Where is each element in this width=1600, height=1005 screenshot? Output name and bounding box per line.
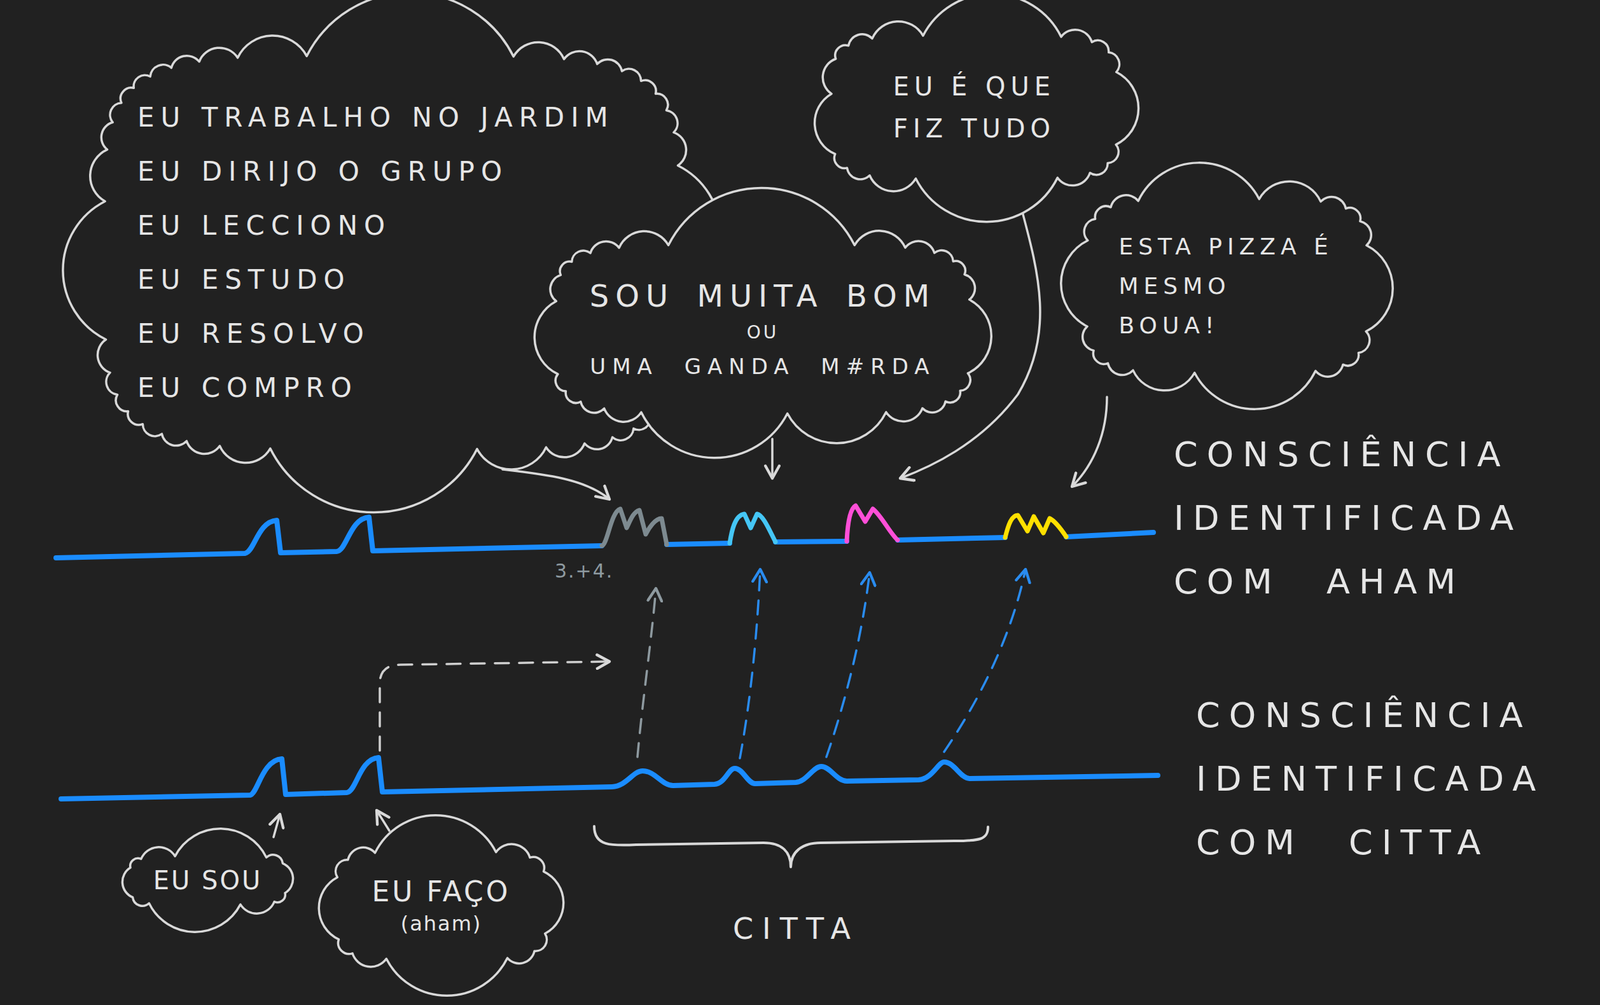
cloud-text: EU SOU [153, 864, 263, 897]
aham-line [55, 517, 602, 558]
citta-line [61, 757, 1158, 800]
leader-arrow [502, 469, 610, 500]
cloud-text: EU TRABALHO NO JARDIM [137, 90, 615, 145]
leader-arrow [1071, 396, 1107, 487]
aham-line [775, 541, 847, 543]
cloud-text: EU ESTUDO [137, 252, 352, 307]
leader-arrow [376, 810, 390, 831]
magenta-wave [846, 505, 898, 542]
cyan-wave [729, 514, 776, 544]
cloud-text: SOU MUITA BOM [589, 272, 936, 319]
caption-label: CONSCIÊNCIA IDENTIFICADA COM CITTA [1196, 683, 1585, 875]
cloud-text: UMA GANDA M#RDA [589, 346, 936, 387]
cloud-outline-path [814, 0, 1139, 223]
leader-arrow [771, 438, 774, 479]
cloud-outline-path [534, 187, 992, 458]
caption-label: CONSCIÊNCIA IDENTIFICADA COM AHAM [1173, 423, 1562, 614]
grey-wave [601, 508, 667, 546]
dashed-arrow [637, 588, 656, 758]
dashed-arrow [379, 661, 610, 751]
leader-arrow [273, 814, 280, 838]
dashed-arrow [944, 569, 1026, 752]
thought-cloud: EU SOU [114, 841, 301, 920]
cloud-text: EU RESOLVO [137, 306, 371, 361]
dashed-arrow [739, 569, 761, 759]
cloud-text: EU LECCIONO [137, 198, 392, 253]
cloud-outline-path [122, 828, 293, 932]
thought-cloud: ESTA PIZZA É MESMO BOUA! [1071, 183, 1383, 389]
caption-label: CITTA [732, 909, 860, 948]
yellow-wave [1005, 515, 1067, 538]
cloud-text: ESTA PIZZA É MESMO BOUA! [1119, 227, 1336, 346]
aham-line [666, 543, 730, 545]
thought-cloud: EU É QUE FIZ TUDO [816, 20, 1133, 195]
cloud-text: EU É QUE FIZ TUDO [869, 65, 1080, 150]
cloud-text: (aham) [400, 909, 483, 938]
cloud-text: EU DIRIJO O GRUPO [137, 144, 509, 199]
cloud-text: EU COMPRO [137, 360, 359, 415]
cloud-text: OU [746, 318, 780, 347]
cloud-outline-path [318, 815, 564, 997]
aham-line [897, 537, 1006, 541]
cloud-outline-path [1061, 162, 1393, 410]
curly-brace [594, 826, 988, 868]
aham-line [1066, 532, 1154, 537]
callout-number: 3.+4. [554, 558, 614, 585]
cloud-text: EU FAÇO [372, 874, 511, 910]
thought-cloud: EU FAÇO(aham) [321, 836, 562, 975]
thought-cloud: SOU MUITA BOMOUUMA GANDA M#RDA [540, 229, 985, 429]
dashed-arrow [826, 572, 870, 758]
cloud-outline [816, 20, 1133, 195]
